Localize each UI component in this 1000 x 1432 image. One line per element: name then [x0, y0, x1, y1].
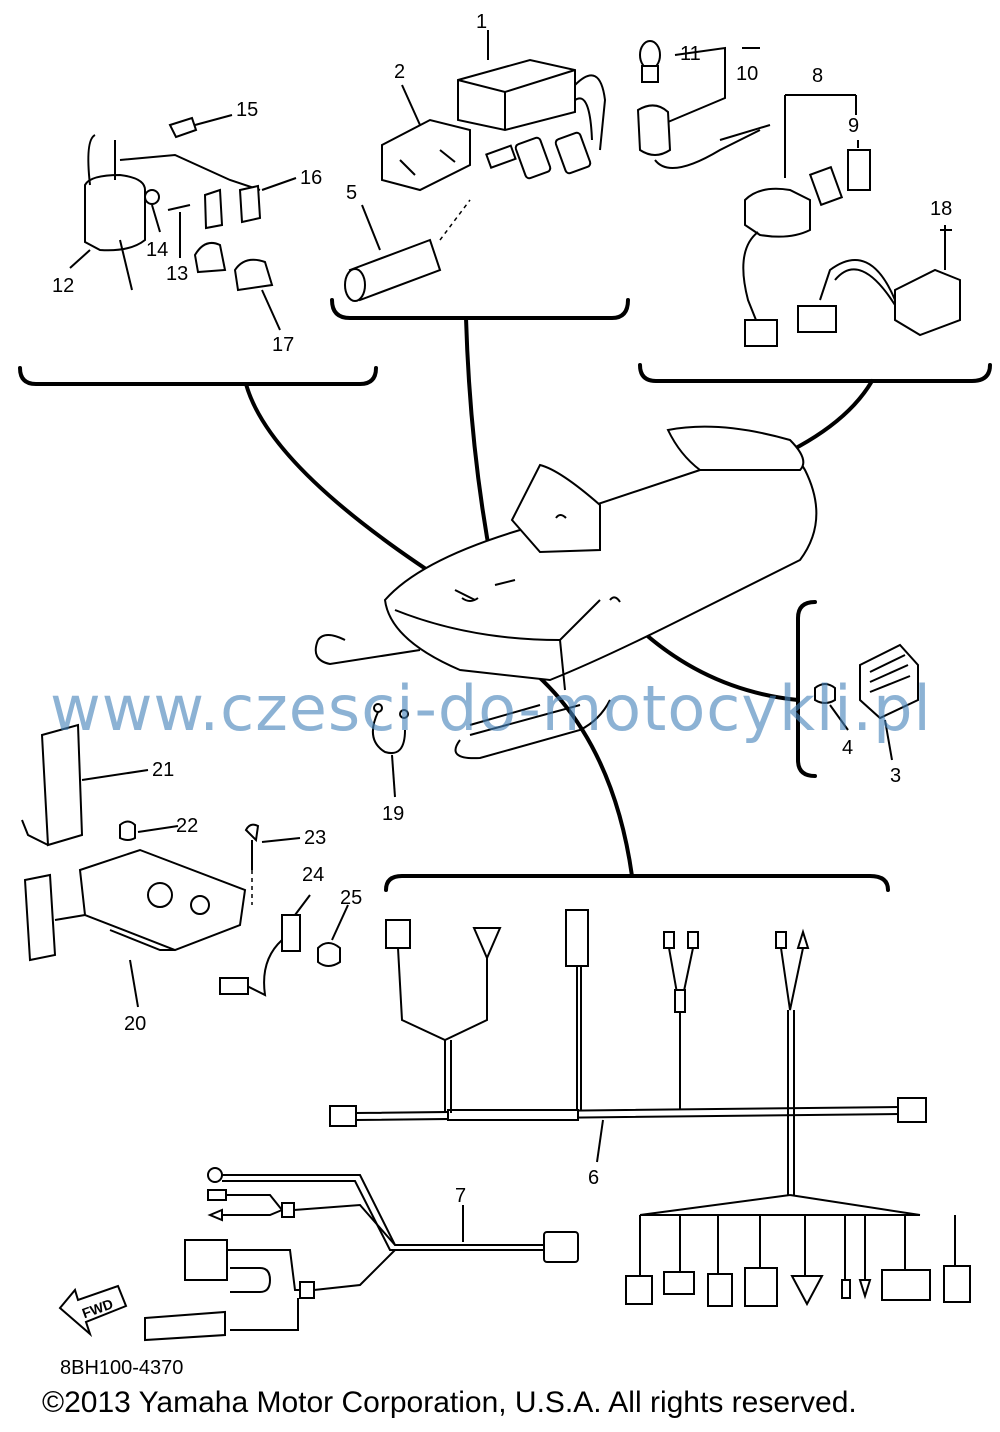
callout-23: 23	[304, 827, 327, 849]
callout-5: 5	[346, 182, 358, 204]
callout-14: 14	[146, 239, 169, 261]
part-condenser	[344, 199, 471, 302]
group-bracket-right	[638, 363, 992, 383]
callout-9: 9	[848, 115, 860, 137]
part-wire-harness	[329, 909, 971, 1307]
fwd-arrow-icon: FWD	[58, 1284, 128, 1338]
callout-20: 20	[124, 1013, 147, 1035]
callout-10: 10	[736, 63, 759, 85]
callout-11: 11	[680, 43, 701, 65]
callout-15: 15	[236, 99, 259, 121]
callout-8: 8	[812, 65, 824, 87]
part-sub-harness	[144, 1167, 579, 1342]
callout-3: 3	[890, 765, 902, 787]
callout-1: 1	[476, 11, 488, 33]
part-stop-switch	[797, 229, 961, 337]
callout-leaders	[69, 30, 946, 1242]
part-main-switch	[742, 149, 871, 347]
watermark: www.czesci-do-motocykli.pl	[50, 672, 932, 745]
callout-24: 24	[302, 864, 325, 886]
part-code: 8BH100-4370	[60, 1357, 184, 1379]
callout-7: 7	[455, 1185, 467, 1207]
callout-22: 22	[176, 815, 199, 837]
copyright-notice: ©2013 Yamaha Motor Corporation, U.S.A. A…	[42, 1386, 857, 1419]
callout-4: 4	[842, 737, 854, 759]
part-bulb-socket	[636, 40, 771, 169]
callout-2: 2	[394, 61, 406, 83]
group-bracket-harness	[384, 874, 890, 892]
callout-13: 13	[166, 263, 189, 285]
part-mount-bracket	[21, 723, 341, 997]
part-cdi-unit	[457, 58, 607, 180]
snowmobile-body	[314, 425, 818, 760]
callout-17: 17	[272, 334, 295, 356]
callout-25: 25	[340, 887, 363, 909]
group-bracket-regulator	[796, 600, 817, 778]
leader-left-group	[244, 382, 457, 590]
callout-19: 19	[382, 803, 405, 825]
part-rectifier-regulator	[814, 643, 919, 720]
callout-12: 12	[52, 275, 75, 297]
group-bracket-center	[330, 298, 630, 320]
callout-6: 6	[588, 1167, 600, 1189]
callout-18: 18	[930, 198, 953, 220]
leader-center-group	[464, 316, 494, 567]
group-bracket-left	[18, 366, 378, 386]
callout-16: 16	[300, 167, 323, 189]
callout-21: 21	[152, 759, 175, 781]
part-ignition-coil	[84, 116, 274, 292]
part-clamp	[371, 703, 409, 754]
part-cdi-bracket	[381, 118, 517, 192]
